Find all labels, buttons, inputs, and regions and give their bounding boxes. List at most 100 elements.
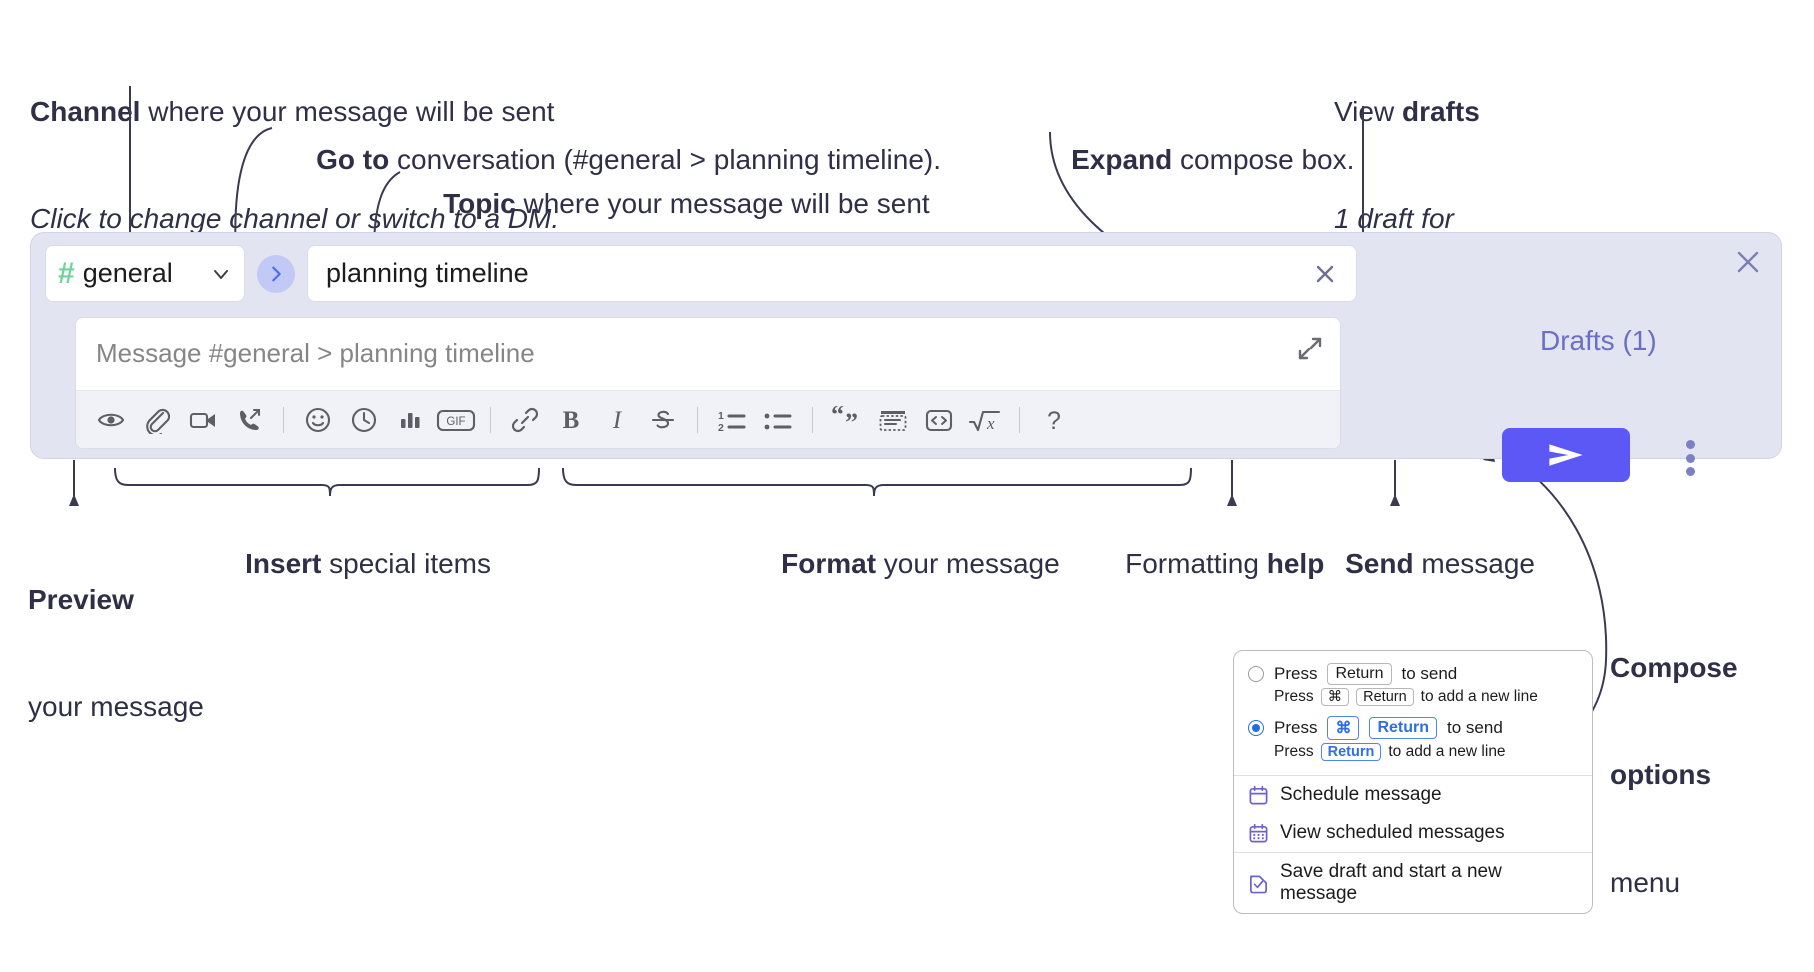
option2-pre: Press [1274, 718, 1318, 737]
svg-text:x: x [986, 414, 995, 433]
toolbar-separator [812, 406, 813, 433]
clear-topic-icon[interactable] [1308, 257, 1342, 291]
annotation-insert-rest: special items [321, 547, 491, 579]
chevron-down-icon [210, 263, 232, 285]
annotation-channel-rest: where your message will be sent [140, 95, 555, 127]
annotation-insert-bold: Insert [245, 547, 322, 579]
annotation-channel-bold: Channel [30, 95, 141, 127]
calendar-clock-icon [1248, 785, 1269, 806]
annotation-help-plain: Formatting [1125, 547, 1267, 579]
option1-subtext: Press ⌘ Return to add a new line [1274, 688, 1578, 706]
math-icon[interactable]: x [962, 397, 1008, 443]
kebab-dot [1685, 440, 1695, 449]
toolbar-separator [1019, 406, 1020, 433]
compose-header-row: # general planning timeline [45, 245, 1357, 302]
annotation-help: Formatting help [1094, 510, 1324, 617]
hash-icon: # [58, 256, 75, 290]
bulleted-list-icon[interactable] [755, 397, 801, 443]
preview-icon[interactable] [88, 397, 134, 443]
annotation-expand-bold: Expand [1071, 143, 1173, 175]
toolbar-separator [697, 406, 698, 433]
annotation-expand: Expand compose box. [1040, 106, 1354, 213]
option1-pre: Press [1274, 664, 1318, 683]
annotation-goto-bold: Go to [316, 143, 390, 175]
topic-field[interactable]: planning timeline [307, 245, 1357, 302]
formatting-toolbar: GIF B I [76, 390, 1340, 448]
annotation-drafts-bold: drafts [1401, 95, 1480, 127]
annotation-compose-options-line2: options [1610, 759, 1712, 791]
code-block-icon[interactable] [870, 397, 916, 443]
kbd-command: ⌘ [1327, 716, 1360, 740]
svg-text:I: I [612, 407, 623, 434]
emoji-icon[interactable] [295, 397, 341, 443]
annotation-compose-options-line1: Compose [1610, 651, 1738, 683]
code-icon[interactable] [916, 397, 962, 443]
expand-compose-icon[interactable] [1296, 334, 1326, 364]
annotation-send: Send message [1314, 510, 1535, 617]
menu-divider [1234, 852, 1592, 853]
svg-text:2: 2 [718, 422, 724, 434]
drafts-link[interactable]: Drafts (1) [1540, 325, 1657, 356]
menu-item-label: Schedule message [1280, 784, 1442, 805]
video-icon[interactable] [180, 397, 226, 443]
option2-sub-post: to add a new line [1388, 743, 1506, 760]
kbd-return: Return [1369, 717, 1438, 739]
annotation-send-bold: Send [1345, 547, 1414, 579]
annotation-format: Format your message [750, 510, 1060, 617]
svg-text:GIF: GIF [446, 416, 465, 428]
annotation-drafts-italic1: 1 draft for [1334, 203, 1454, 235]
clock-icon[interactable] [341, 397, 387, 443]
annotation-format-rest: your message [876, 547, 1060, 579]
annotation-format-bold: Format [781, 547, 877, 579]
compose-panel: # general planning timeline Message #gen… [30, 232, 1782, 459]
annotation-topic-bold: Topic [443, 187, 516, 219]
goto-conversation-button[interactable] [257, 254, 295, 293]
send-icon [1549, 444, 1583, 466]
annotation-expand-rest: compose box. [1172, 143, 1355, 175]
message-placeholder: Message #general > planning timeline [96, 338, 535, 368]
radio-cmd-return-to-send[interactable] [1248, 720, 1264, 736]
save-draft-icon [1248, 873, 1269, 894]
annotation-send-rest: message [1413, 547, 1535, 579]
kbd-return: Return [1320, 743, 1382, 761]
menu-item-schedule-message[interactable]: Schedule message [1234, 776, 1592, 814]
annotation-goto: Go to conversation (#general > planning … [285, 106, 941, 213]
svg-text:”: ” [845, 408, 858, 434]
compose-options-menu-button[interactable] [1676, 437, 1704, 479]
send-behavior-section: Press Return to send Press ⌘ Return to a… [1234, 651, 1592, 775]
channel-name: general [82, 258, 173, 288]
option1-sub-pre: Press [1274, 688, 1314, 705]
menu-divider [1234, 775, 1592, 776]
svg-text:?: ? [1047, 407, 1061, 434]
italic-icon[interactable]: I [594, 397, 640, 443]
menu-option-cmd-return-to-send[interactable]: Press ⌘ Return to send [1248, 716, 1578, 740]
menu-item-label: Save draft and start a new message [1280, 861, 1502, 904]
annotation-topic: Topic where your message will be sent [412, 150, 930, 257]
send-button[interactable] [1502, 428, 1630, 482]
bold-icon[interactable]: B [548, 397, 594, 443]
poll-icon[interactable] [387, 397, 433, 443]
strikethrough-icon[interactable] [640, 397, 686, 443]
blockquote-icon[interactable]: “” [824, 397, 870, 443]
attachment-icon[interactable] [134, 397, 180, 443]
audio-call-icon[interactable] [226, 397, 272, 443]
calendar-grid-icon [1248, 823, 1269, 844]
channel-selector[interactable]: # general [45, 245, 245, 302]
kbd-return: Return [1327, 663, 1392, 685]
menu-item-save-draft[interactable]: Save draft and start a new message [1234, 853, 1592, 913]
help-icon[interactable]: ? [1031, 397, 1077, 443]
close-icon[interactable] [1733, 247, 1763, 277]
menu-option-return-to-send[interactable]: Press Return to send [1248, 663, 1578, 685]
annotation-topic-rest: where your message will be sent [515, 187, 930, 219]
annotation-help-bold: help [1266, 547, 1325, 579]
menu-item-view-scheduled-messages[interactable]: View scheduled messages [1234, 814, 1592, 852]
svg-text:B: B [563, 407, 580, 434]
message-input-box[interactable]: Message #general > planning timeline [75, 317, 1341, 449]
menu-item-label: View scheduled messages [1280, 822, 1505, 843]
gif-icon[interactable]: GIF [433, 397, 479, 443]
option2-post: to send [1447, 718, 1503, 737]
link-icon[interactable] [502, 397, 548, 443]
option2-subtext: Press Return to add a new line [1274, 743, 1578, 761]
radio-return-to-send[interactable] [1248, 666, 1264, 682]
